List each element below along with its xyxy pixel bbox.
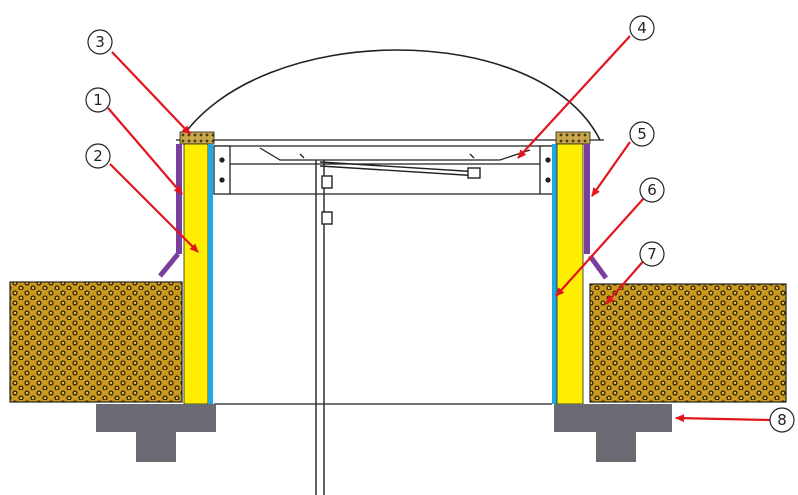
right-flashing-kick bbox=[587, 254, 609, 280]
left-upstand-core bbox=[183, 143, 209, 405]
callout-6: 6 bbox=[639, 177, 665, 203]
arrow-6 bbox=[555, 197, 645, 297]
callout-5: 5 bbox=[629, 121, 655, 147]
arrow-7 bbox=[605, 257, 647, 305]
callout-7: 7 bbox=[639, 241, 665, 267]
callout-5-label: 5 bbox=[637, 125, 647, 143]
arrow-5 bbox=[591, 141, 631, 197]
right-outer-flashing bbox=[584, 144, 590, 254]
callout-1: 1 bbox=[85, 87, 111, 113]
callout-6-label: 6 bbox=[647, 181, 657, 199]
left-gasket bbox=[179, 131, 215, 145]
callout-2-label: 2 bbox=[93, 147, 103, 165]
dome-glazing bbox=[179, 49, 601, 141]
left-outer-flashing bbox=[176, 144, 182, 254]
right-gasket bbox=[555, 131, 591, 145]
opener-mechanism bbox=[315, 160, 481, 495]
callout-4: 4 bbox=[629, 15, 655, 41]
left-roof-insulation bbox=[9, 281, 183, 403]
right-upstand-core bbox=[556, 143, 584, 405]
callout-8: 8 bbox=[769, 407, 795, 433]
callout-3: 3 bbox=[87, 29, 113, 55]
callout-3-label: 3 bbox=[95, 33, 105, 51]
left-foundation bbox=[96, 404, 216, 462]
callout-4-label: 4 bbox=[637, 19, 647, 37]
arrow-8 bbox=[675, 414, 771, 423]
callout-7-label: 7 bbox=[647, 245, 657, 263]
leader-arrows bbox=[107, 35, 771, 423]
arrow-1 bbox=[107, 107, 183, 195]
left-flashing-kick bbox=[158, 252, 180, 278]
right-roof-insulation bbox=[589, 283, 787, 403]
left-inner-lining bbox=[208, 144, 213, 404]
callout-2: 2 bbox=[85, 143, 111, 169]
arrow-3 bbox=[111, 51, 191, 135]
frame-assembly bbox=[176, 139, 604, 195]
right-inner-lining bbox=[552, 144, 557, 404]
right-foundation bbox=[554, 404, 672, 462]
arrow-2 bbox=[109, 163, 199, 253]
callout-1-label: 1 bbox=[93, 91, 103, 109]
arrow-4 bbox=[517, 35, 631, 159]
callout-8-label: 8 bbox=[777, 411, 787, 429]
